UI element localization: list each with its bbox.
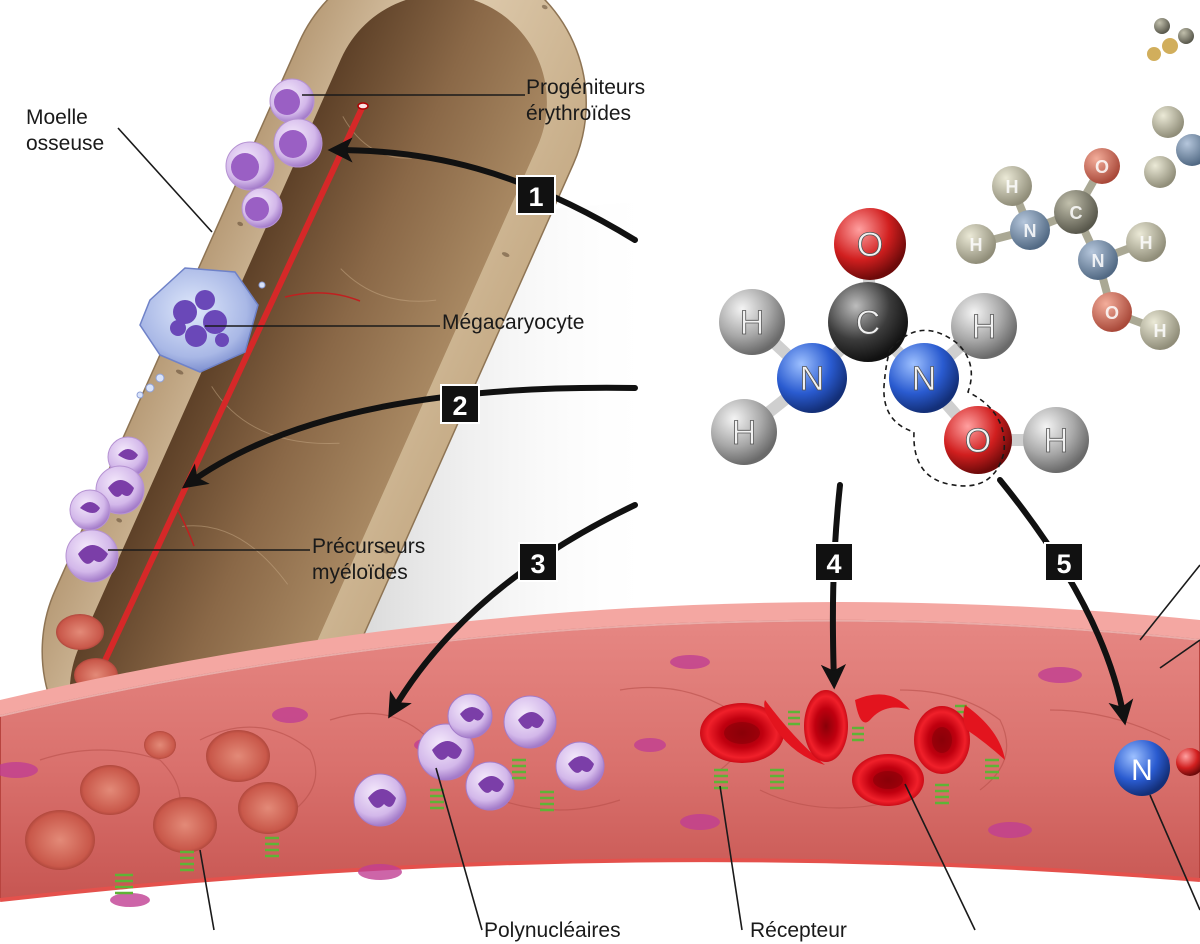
label-myeloid-precursors: Précurseurs myéloïdes: [312, 534, 425, 586]
label-bone-marrow: Moelle osseuse: [26, 105, 104, 157]
label-polynuclear: Polynucléaires: [484, 918, 621, 944]
marrow-artery: [79, 102, 369, 713]
main-atom: H: [732, 414, 757, 452]
bone-marrow-cylinder: [41, 0, 587, 803]
polynuclear-leukocytes: [353, 693, 605, 827]
label-line: osseuse: [26, 132, 105, 155]
small-atom: O: [1105, 303, 1119, 323]
main-atom: H: [972, 308, 997, 346]
small-atom: O: [1095, 157, 1109, 177]
vessel-atom-label: N: [1131, 754, 1153, 787]
step-badge-4: 4: [814, 542, 854, 582]
step-badge-3: 3: [518, 542, 558, 582]
main-atom: N: [800, 360, 825, 398]
small-hydroxyurea-molecule: H H N C O N H O H: [956, 18, 1200, 350]
small-atom: N: [1092, 251, 1105, 271]
vessel-nitrogen-atom: [1114, 740, 1200, 796]
main-atom: O: [857, 226, 883, 264]
megakaryocyte-cell: [136, 267, 266, 399]
small-atom: H: [1006, 177, 1019, 197]
small-atom: H: [970, 235, 983, 255]
label-line: Mégacaryocyte: [442, 311, 585, 334]
main-atom: N: [912, 360, 937, 398]
small-atom: N: [1024, 221, 1037, 241]
vessel-old-red-cells: [25, 730, 298, 870]
label-line: érythroïdes: [526, 102, 632, 125]
label-erythroid-progenitors: Progéniteurs érythroïdes: [526, 75, 645, 127]
label-receptor: Récepteur: [750, 918, 847, 944]
step-badge-1: 1: [516, 175, 556, 215]
sickle-and-healthy-red-cells: [700, 690, 1005, 806]
main-atom: H: [740, 304, 765, 342]
label-line: myéloïdes: [312, 561, 408, 584]
small-atom: C: [1070, 203, 1083, 223]
hydroxyurea-molecule: H H N C O N H O H: [711, 208, 1089, 487]
main-atom: H: [1044, 422, 1069, 460]
small-atom: H: [1140, 233, 1153, 253]
erythroid-progenitor-cells: [225, 78, 323, 229]
label-line: Polynucléaires: [484, 919, 621, 942]
leader-lines: [108, 94, 1200, 931]
process-arrows: [181, 137, 1134, 726]
label-line: Progéniteurs: [526, 76, 646, 99]
label-line: Récepteur: [750, 919, 847, 942]
step-badge-2: 2: [440, 384, 480, 424]
step-badge-5: 5: [1044, 542, 1084, 582]
label-megakaryocyte: Mégacaryocyte: [442, 310, 584, 336]
small-atom: H: [1154, 321, 1167, 341]
main-atom: C: [856, 304, 881, 342]
label-line: Précurseurs: [312, 535, 426, 558]
label-line: Moelle: [26, 106, 88, 129]
myeloid-precursor-cells: [65, 436, 149, 583]
main-atom: O: [965, 422, 991, 460]
